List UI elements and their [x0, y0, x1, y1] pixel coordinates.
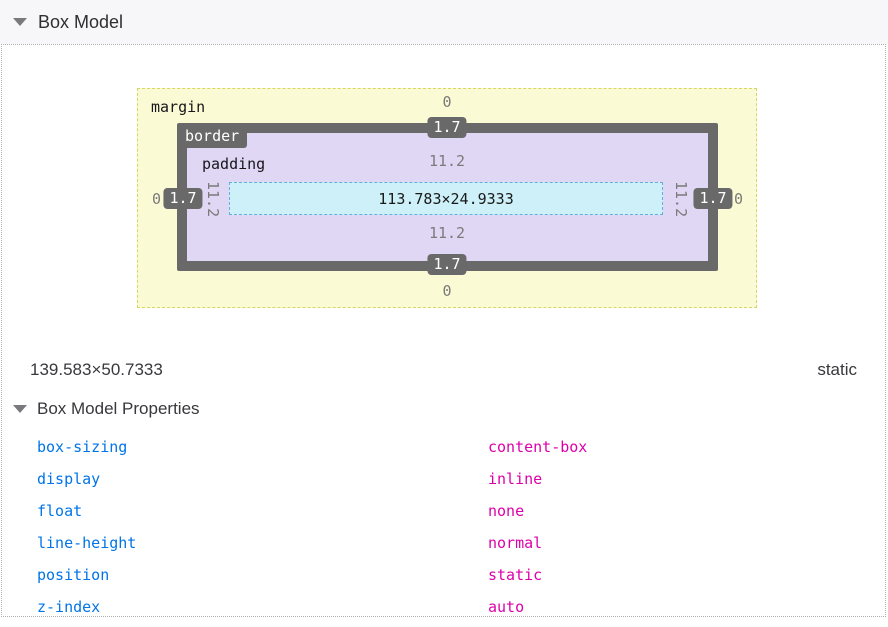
- property-value: auto: [488, 598, 525, 616]
- box-model-diagram: 113.783×24.9333 margin border padding 0 …: [137, 88, 757, 308]
- property-value: normal: [488, 534, 543, 552]
- margin-region-label: margin: [151, 98, 206, 116]
- border-region[interactable]: [177, 123, 718, 271]
- property-row: z-index auto: [0, 591, 888, 623]
- property-row: display inline: [0, 463, 888, 495]
- content-region[interactable]: 113.783×24.9333: [229, 182, 663, 215]
- property-name-link[interactable]: display: [37, 470, 101, 488]
- border-bottom-width-badge[interactable]: 1.7: [427, 254, 467, 275]
- border-right-width-badge[interactable]: 1.7: [693, 188, 733, 209]
- border-top-width-badge[interactable]: 1.7: [427, 117, 467, 138]
- property-name-link[interactable]: line-height: [37, 534, 137, 552]
- margin-bottom-value[interactable]: 0: [442, 282, 452, 300]
- section-title: Box Model: [38, 11, 124, 32]
- property-name-link[interactable]: z-index: [37, 598, 101, 616]
- box-model-properties-header[interactable]: Box Model Properties: [13, 399, 200, 419]
- element-dimensions: 139.583×50.7333: [30, 360, 163, 379]
- padding-region-label: padding: [202, 155, 266, 173]
- chevron-down-icon[interactable]: [13, 18, 27, 26]
- margin-top-value[interactable]: 0: [442, 93, 452, 111]
- element-position: static: [817, 360, 857, 379]
- chevron-down-icon[interactable]: [13, 405, 27, 413]
- property-value: none: [488, 502, 525, 520]
- property-name-link[interactable]: position: [37, 566, 110, 584]
- property-row: position static: [0, 559, 888, 591]
- padding-left-value[interactable]: 11.2: [204, 181, 222, 218]
- padding-right-value[interactable]: 11.2: [672, 181, 690, 218]
- margin-left-value[interactable]: 0: [152, 190, 162, 208]
- box-model-section-header[interactable]: Box Model: [0, 0, 888, 44]
- property-value: inline: [488, 470, 543, 488]
- property-value: content-box: [488, 438, 588, 456]
- properties-section-title: Box Model Properties: [37, 399, 200, 418]
- property-value: static: [488, 566, 543, 584]
- property-name-link[interactable]: box-sizing: [37, 438, 128, 456]
- border-region-label: border: [177, 125, 248, 148]
- margin-right-value[interactable]: 0: [733, 190, 743, 208]
- border-left-width-badge[interactable]: 1.7: [163, 188, 203, 209]
- padding-top-value[interactable]: 11.2: [428, 152, 466, 170]
- property-row: box-sizing content-box: [0, 431, 888, 463]
- property-row: float none: [0, 495, 888, 527]
- properties-list: box-sizing content-box display inline fl…: [0, 431, 888, 623]
- property-row: line-height normal: [0, 527, 888, 559]
- padding-bottom-value[interactable]: 11.2: [428, 224, 466, 242]
- property-name-link[interactable]: float: [37, 502, 83, 520]
- content-dimensions[interactable]: 113.783×24.9333: [378, 189, 514, 208]
